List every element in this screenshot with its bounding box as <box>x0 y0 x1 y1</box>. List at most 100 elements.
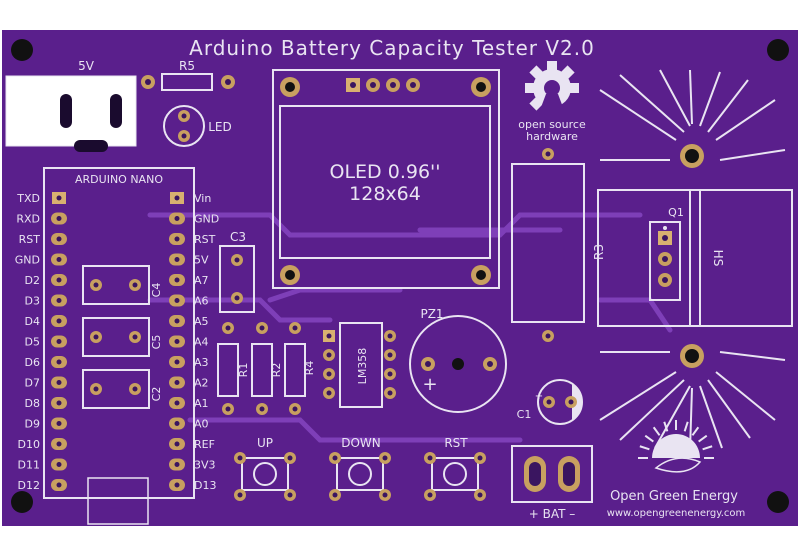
transistor-q1: Q1 <box>649 206 684 301</box>
nano-pin-label-left: D6 <box>25 356 40 369</box>
nano-pin-label-right: A6 <box>194 295 209 308</box>
button-up-label: UP <box>257 436 273 450</box>
nano-pin-label-right: A4 <box>194 336 209 349</box>
capacitor-c1: + C1 <box>517 379 583 425</box>
capacitor-c5: C5 <box>82 317 163 357</box>
brand-website: www.opengreenenergy.com <box>607 508 746 519</box>
button-down-label: DOWN <box>341 436 381 450</box>
osh-line2: hardware <box>526 130 578 143</box>
nano-pad-hole <box>174 359 180 365</box>
nano-pin-label-left: D4 <box>25 315 40 328</box>
c5-label: C5 <box>150 335 163 350</box>
nano-pin-label-left: D12 <box>18 479 40 492</box>
gear-icon <box>525 61 579 111</box>
nano-pad-hole <box>174 482 180 488</box>
c2-label: C2 <box>150 387 163 402</box>
nano-pad-hole <box>174 195 180 201</box>
nano-pad-hole <box>56 216 62 221</box>
nano-pad-hole <box>174 400 180 406</box>
c1-label: C1 <box>517 408 532 421</box>
nano-pad-hole <box>56 462 62 467</box>
nano-pin-label-right: A0 <box>194 418 209 431</box>
c3-label: C3 <box>230 230 246 244</box>
nano-pin-label-right: D13 <box>194 479 216 492</box>
osh-logo: open source hardware <box>518 61 586 143</box>
nano-pin-label-left: D10 <box>18 438 40 451</box>
nano-pad-hole <box>56 236 62 242</box>
nano-pin-label-right: RST <box>194 233 216 246</box>
r5-label: R5 <box>179 59 195 73</box>
nano-pad-hole <box>56 359 62 365</box>
nano-pad-hole <box>56 482 62 488</box>
nano-pin-label-right: A7 <box>194 274 209 287</box>
oled-label-line2: 128x64 <box>349 183 421 205</box>
sun-ray <box>691 426 700 436</box>
resistor-r3: R3 <box>511 148 606 342</box>
resistor-r4: R4 <box>284 322 316 415</box>
nano-pad-hole <box>56 195 62 201</box>
nano-pin-label-left: D3 <box>25 295 40 308</box>
nano-pad-hole <box>56 380 62 385</box>
board-title: Arduino Battery Capacity Tester V2.0 <box>189 36 595 60</box>
led: LED <box>163 105 232 147</box>
resistor-r2: R2 <box>251 322 283 415</box>
arduino-nano: ARDUINO NANO TXDRXDRSTGNDD2D3D4D5D6D7D8D… <box>15 167 219 525</box>
sun-ray <box>644 434 654 443</box>
opamp-label: LM358 <box>356 348 369 385</box>
nano-pin-label-right: A3 <box>194 356 209 369</box>
nano-pad-hole <box>174 236 180 242</box>
mounting-hole-bottom-left <box>11 491 33 513</box>
nano-pad-hole <box>56 339 62 344</box>
open-green-energy-logo: Open Green Energy www.opengreenenergy.co… <box>607 420 746 519</box>
mounting-hole-top-left <box>11 39 33 61</box>
oled-label-line1: OLED 0.96'' <box>330 161 441 183</box>
buzzer-pz1: + PZ1 <box>409 307 507 413</box>
opamp-lm358: LM358 <box>323 322 396 408</box>
nano-pad-hole <box>56 421 62 426</box>
buzzer-plus-sign: + <box>422 374 437 395</box>
nano-pad-hole <box>174 298 180 303</box>
nano-pin-label-left: D8 <box>25 397 40 410</box>
button-rst: RST <box>424 436 486 501</box>
sun-icon <box>638 420 714 473</box>
oled-module: OLED 0.96'' 128x64 <box>272 69 500 289</box>
c4-label: C4 <box>150 283 163 298</box>
nano-pin-label-right: A5 <box>194 315 209 328</box>
resistor-r5: R5 <box>141 59 235 91</box>
sun-ray <box>698 434 708 443</box>
heatsink-label: HS <box>711 250 725 267</box>
sun-ray <box>702 445 713 451</box>
nano-pin-label-left: D5 <box>25 336 40 349</box>
nano-pin-label-right: Vin <box>194 192 211 205</box>
battery-label: + BAT – <box>529 507 576 521</box>
nano-pad-hole <box>56 318 62 324</box>
nano-pad-hole <box>56 277 62 283</box>
mounting-hole-top-right <box>767 39 789 61</box>
nano-pin-label-left: TXD <box>16 192 40 205</box>
power-jack: 5V <box>5 59 137 152</box>
sun-ray <box>639 445 650 451</box>
traces <box>147 212 673 443</box>
nano-pad-hole <box>174 257 180 262</box>
r1-label: R1 <box>237 363 250 378</box>
sun-ray <box>683 421 689 432</box>
r4-label: R4 <box>303 361 316 376</box>
led-label: LED <box>208 120 232 134</box>
nano-pad-hole <box>56 441 62 447</box>
nano-pad-hole <box>56 257 62 262</box>
nano-pin-label-left: D9 <box>25 418 40 431</box>
nano-pad-hole <box>56 298 62 303</box>
nano-pin-label-left: D2 <box>25 274 40 287</box>
nano-pad-hole <box>174 421 180 426</box>
nano-pin-label-right: A1 <box>194 397 209 410</box>
power-label: 5V <box>78 59 95 73</box>
r2-label: R2 <box>270 363 283 378</box>
nano-pin-label-right: REF <box>194 438 215 451</box>
nano-pin-label-left: RST <box>19 233 41 246</box>
nano-pad-hole <box>174 339 180 344</box>
nano-title: ARDUINO NANO <box>75 173 163 186</box>
heatsink: HS <box>597 69 793 451</box>
sun-ray <box>663 421 669 432</box>
